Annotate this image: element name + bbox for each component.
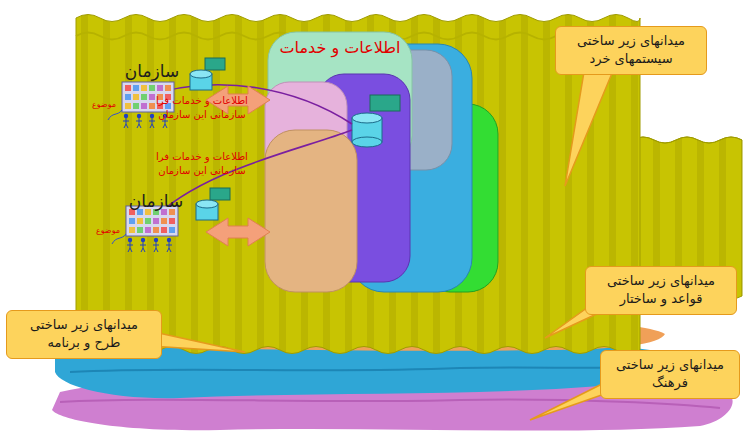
callout-text: میدانهای زیر ساختی طرح و برنامه [15,316,153,351]
callout-box: میدانهای زیر ساختی قواعد و ساختار [585,266,737,315]
callout-text: میدانهای زیر ساختی فرهنگ [609,356,731,391]
micro-systems-fields [76,15,742,354]
exchange-arrow [206,218,270,246]
information-services-cluster [265,32,498,292]
callout-box: میدانهای زیر ساختی سیستمهای خرد [555,26,707,75]
callout-box: میدانهای زیر ساختی فرهنگ [600,350,740,399]
culture-band-edge [60,400,720,408]
organisation-label: سازمان [112,60,192,83]
callout-text: میدانهای زیر ساختی سیستمهای خرد [564,32,698,67]
node-title: اطلاعات و خدمات [272,38,408,59]
org-database [196,188,230,220]
callout-text: میدانهای زیر ساختی قواعد و ساختار [594,272,728,307]
callout-box: میدانهای زیر ساختی طرح و برنامه [6,310,162,359]
information-services: اطلاعات و خدمات [272,38,408,72]
service-box [370,95,400,111]
central-database [352,113,382,147]
plan-band-edge [70,366,640,372]
org-services-label: اطلاعات و خدمات فرا سازمانی این سازمان [150,150,254,177]
subject-label: موضوع [88,226,128,237]
organisation-label: سازمان [116,190,196,213]
org-database [190,58,225,90]
subject-label: موضوع [84,100,124,111]
org-services-label: اطلاعات و خدمات فرا سازمانی این سازمان [150,94,254,121]
organisation-icon [112,206,178,252]
callout-tails [145,66,618,420]
